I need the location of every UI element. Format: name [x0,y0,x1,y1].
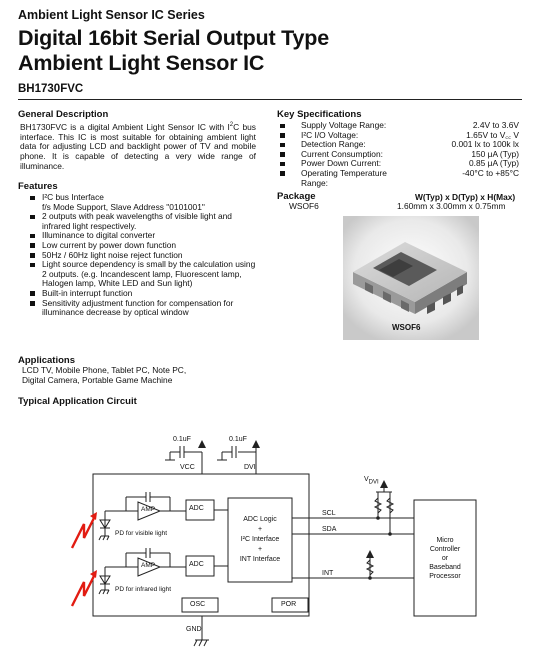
feature-item: Built-in interrupt function [20,288,260,299]
spec-label: Power Down Current: [301,158,382,169]
spec-value: 2.4V to 3.6V [472,120,519,130]
general-description-text: BH1730FVC is a digital Ambient Light Sen… [20,121,256,171]
light-arrow-infrared-icon [70,573,97,607]
ic-outline [92,473,310,617]
scl-label: SCL [322,510,336,517]
logic-block-label: ADC Logic + I²C Interface + INT Interfac… [239,516,281,563]
pd-visible-label: PD for visible light [115,530,168,537]
cap-label-1: 0.1uF [173,436,191,443]
light-arrow-visible-icon [70,515,97,549]
features-heading: Features [18,181,58,192]
logic-block [227,497,293,583]
package-image-frame [343,216,479,340]
features-list: I²C bus Interface f/s Mode Support, Slav… [20,192,260,318]
sda-label: SDA [322,526,337,533]
package-dimension-header: W(Typ) x D(Typ) x H(Max) [415,192,516,202]
spec-label: Detection Range: [301,139,366,150]
pd-infrared-label: PD for infrared light [115,586,171,593]
micro-controller-block [413,499,477,617]
feature-item: 2 outputs with peak wavelengths of visib… [20,211,260,231]
applications-heading: Applications [18,355,76,366]
circuit-heading: Typical Application Circuit [18,396,137,407]
por-label: POR [281,601,297,608]
gnd-label: GND [186,626,202,633]
general-description-heading: General Description [18,109,109,120]
spec-value: 0.001 lx to 100k lx [451,139,519,150]
applications-line2: Digital Camera, Portable Game Machine [22,375,173,385]
spec-row: Operating Temperature Range: -40°C to +85… [279,167,519,188]
amp-visible-label: AMP [141,506,156,513]
spec-value: 0.85 μA (Typ) [469,158,519,169]
spec-row: Power Down Current: 0.85 μA (Typ) [279,159,519,169]
spec-row: Supply Voltage Range: 2.4V to 3.6V [279,120,519,131]
applications-line1: LCD TV, Mobile Phone, Tablet PC, Note PC… [22,365,187,375]
dvi-label: DVI [244,464,256,471]
wsof6-package-image [343,216,479,340]
feature-item: 50Hz / 60Hz light noise reject function [20,250,260,261]
spec-value: 150 μA (Typ) [471,148,519,159]
spec-label: Operating Temperature Range: [301,167,387,188]
spec-value: 1.65V to V꜀꜀ V [466,129,519,140]
spec-label: Current Consumption: [301,148,383,159]
osc-label: OSC [190,601,206,608]
main-title-line1: Digital 16bit Serial Output Type [18,26,329,50]
feature-item: Illuminance to digital converter [20,231,260,241]
adc-visible-label: ADC [189,505,204,512]
feature-item: Low current by power down function [20,240,260,251]
feature-item: I²C bus Interface [20,192,260,203]
package-heading: Package [277,191,316,202]
vdvi-label: VDVI [364,476,379,486]
int-label: INT [322,570,334,577]
package-dimensions: 1.60mm x 3.00mm x 0.75mm [397,201,506,211]
spec-row: I²C I/O Voltage: 1.65V to V꜀꜀ V [279,129,519,141]
spec-label: I²C I/O Voltage: [301,129,359,140]
part-number: BH1730FVC [18,83,84,95]
vcc-label: VCC [180,464,195,471]
spec-value: -40°C to +85°C [462,167,519,178]
key-specifications-heading: Key Specifications [277,109,362,120]
package-image-label: WSOF6 [392,323,421,332]
amp-infrared-label: AMP [141,562,156,569]
series-title: Ambient Light Sensor IC Series [18,8,205,22]
spec-row: Detection Range: 0.001 lx to 100k lx [279,140,519,150]
adc-infrared-label: ADC [189,561,204,568]
key-specifications-list: Supply Voltage Range: 2.4V to 3.6V I²C I/… [279,120,519,188]
spec-row: Current Consumption: 150 μA (Typ) [279,148,519,160]
micro-controller-label: Micro Controller or Baseband Processor [429,537,461,580]
feature-item: Light source dependency is small by the … [20,259,260,289]
feature-item: f/s Mode Support, Slave Address "0101001… [42,201,205,212]
main-title-line2: Ambient Light Sensor IC [18,51,265,75]
feature-item: Sensitivity adjustment function for comp… [20,298,260,318]
cap-label-2: 0.1uF [229,436,247,443]
spec-label: Supply Voltage Range: [301,120,387,130]
package-name: WSOF6 [289,201,319,211]
header-divider [18,99,522,100]
